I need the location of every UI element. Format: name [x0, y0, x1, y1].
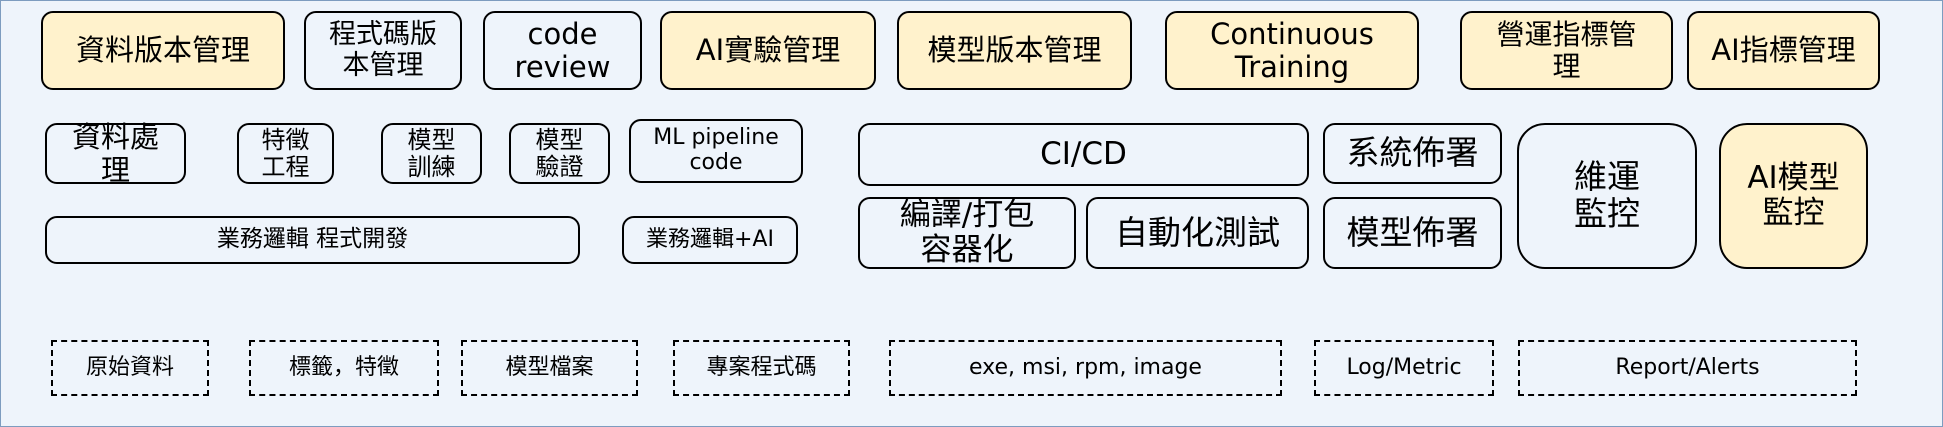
label: 程式碼版 本管理 [329, 19, 437, 81]
label: 模型檔案 [505, 354, 594, 380]
continuous-training: Continuous Training [1165, 11, 1419, 90]
code-version-management: 程式碼版 本管理 [304, 11, 462, 90]
label: 模型版本管理 [927, 33, 1102, 68]
label: 模型佈署 [1346, 212, 1479, 252]
label: Log/Metric [1346, 354, 1462, 380]
automated-testing: 自動化測試 [1086, 197, 1309, 269]
artifact-model-files: 模型檔案 [461, 340, 638, 396]
ai-model-monitoring: AI模型 監控 [1719, 123, 1868, 269]
label: Report/Alerts [1615, 354, 1760, 380]
data-processing: 資料處 理 [45, 120, 186, 187]
label: Continuous Training [1210, 17, 1374, 84]
ai-metrics-management: AI指標管理 [1687, 11, 1880, 90]
data-version-management: 資料版本管理 [41, 11, 285, 90]
label: 編譯/打包 容器化 [899, 197, 1035, 268]
label: 標籤，特徵 [288, 354, 399, 380]
label: ML pipeline code [653, 125, 779, 175]
label: 資料處 理 [71, 120, 159, 187]
ai-experiment-management: AI實驗管理 [660, 11, 876, 90]
model-version-management: 模型版本管理 [897, 11, 1132, 90]
artifact-raw-data: 原始資料 [51, 340, 209, 396]
label: 營運指標管 理 [1496, 18, 1637, 83]
artifact-labels-features: 標籤，特徵 [249, 340, 439, 396]
label: 自動化測試 [1115, 212, 1280, 252]
ops-monitoring: 維運 監控 [1517, 123, 1697, 269]
ml-pipeline-code: ML pipeline code [629, 119, 803, 183]
ci-cd: CI/CD [858, 123, 1309, 186]
label: 業務邏輯+AI [646, 226, 774, 252]
label: CI/CD [1040, 136, 1127, 173]
artifact-log-metric: Log/Metric [1314, 340, 1494, 396]
model-validation: 模型 驗證 [509, 123, 610, 184]
artifact-report-alerts: Report/Alerts [1518, 340, 1857, 396]
label: 模型 訓練 [407, 125, 456, 181]
label: 系統佈署 [1346, 133, 1479, 173]
feature-engineering: 特徵 工程 [237, 123, 334, 184]
label: 資料版本管理 [75, 33, 250, 68]
model-deployment: 模型佈署 [1323, 197, 1502, 269]
label: 業務邏輯 程式開發 [216, 226, 409, 253]
label: 專案程式碼 [706, 354, 817, 380]
code-review: code review [483, 11, 642, 90]
label: 維運 監控 [1574, 157, 1640, 233]
label: 特徵 工程 [261, 125, 310, 181]
business-logic-ai: 業務邏輯+AI [622, 216, 798, 264]
build-package-containerize: 編譯/打包 容器化 [858, 197, 1076, 269]
label: AI模型 監控 [1747, 160, 1840, 231]
ops-metrics-management: 營運指標管 理 [1460, 11, 1673, 90]
label: code review [514, 17, 611, 84]
artifact-packages: exe, msi, rpm, image [889, 340, 1282, 396]
artifact-project-code: 專案程式碼 [673, 340, 850, 396]
label: AI實驗管理 [695, 33, 841, 68]
label: 模型 驗證 [535, 125, 584, 181]
label: 原始資料 [85, 354, 174, 380]
label: exe, msi, rpm, image [969, 354, 1202, 380]
business-logic-development: 業務邏輯 程式開發 [45, 216, 580, 264]
system-deployment: 系統佈署 [1323, 123, 1502, 184]
model-training: 模型 訓練 [381, 123, 482, 184]
label: AI指標管理 [1711, 33, 1856, 68]
